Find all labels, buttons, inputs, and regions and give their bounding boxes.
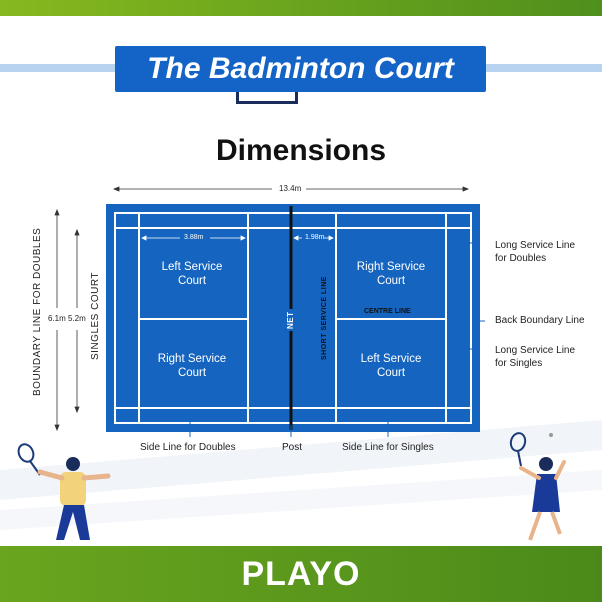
post-callout: Post (282, 442, 303, 453)
page-title: The Badminton Court (115, 46, 486, 92)
singles-court-label: SINGLES COURT (90, 272, 101, 360)
female-player-illustration (509, 432, 566, 541)
bottom-green-bar (0, 546, 602, 602)
side-line-singles-callout: Side Line for Singles (342, 442, 434, 453)
brand-logo: PLAYO (241, 555, 361, 593)
title-bracket (236, 92, 298, 104)
back-boundary-callout: Back Boundary Line (495, 315, 585, 326)
width-arrows (54, 208, 80, 432)
singles-width-label: 5.2m (68, 314, 86, 323)
length-arrow (112, 186, 470, 192)
section-heading: Dimensions (215, 134, 387, 167)
title-rail-left (0, 64, 115, 72)
side-line-doubles-callout: Side Line for Doubles (140, 442, 236, 453)
service-width-label: 3.88m (184, 234, 204, 241)
net-label: NET (286, 309, 295, 331)
right-callout-leaders (448, 242, 485, 350)
top-green-bar (0, 0, 602, 16)
centre-line-label: CENTRE LINE (364, 308, 411, 315)
short-service-arrow (293, 235, 334, 241)
service-width-arrow (141, 235, 246, 241)
court-lines (114, 212, 472, 424)
court-length-label: 13.4m (279, 184, 302, 193)
short-service-depth-label: 1.98m (305, 234, 325, 241)
bottom-callout-leaders (189, 410, 389, 437)
male-player-illustration (17, 443, 111, 540)
doubles-boundary-label: BOUNDARY LINE FOR DOUBLES (32, 227, 43, 396)
short-service-line-label: SHORT SERVICE LINE (321, 276, 328, 360)
doubles-width-label: 6.1m (48, 314, 66, 323)
title-rail-right (486, 64, 602, 72)
